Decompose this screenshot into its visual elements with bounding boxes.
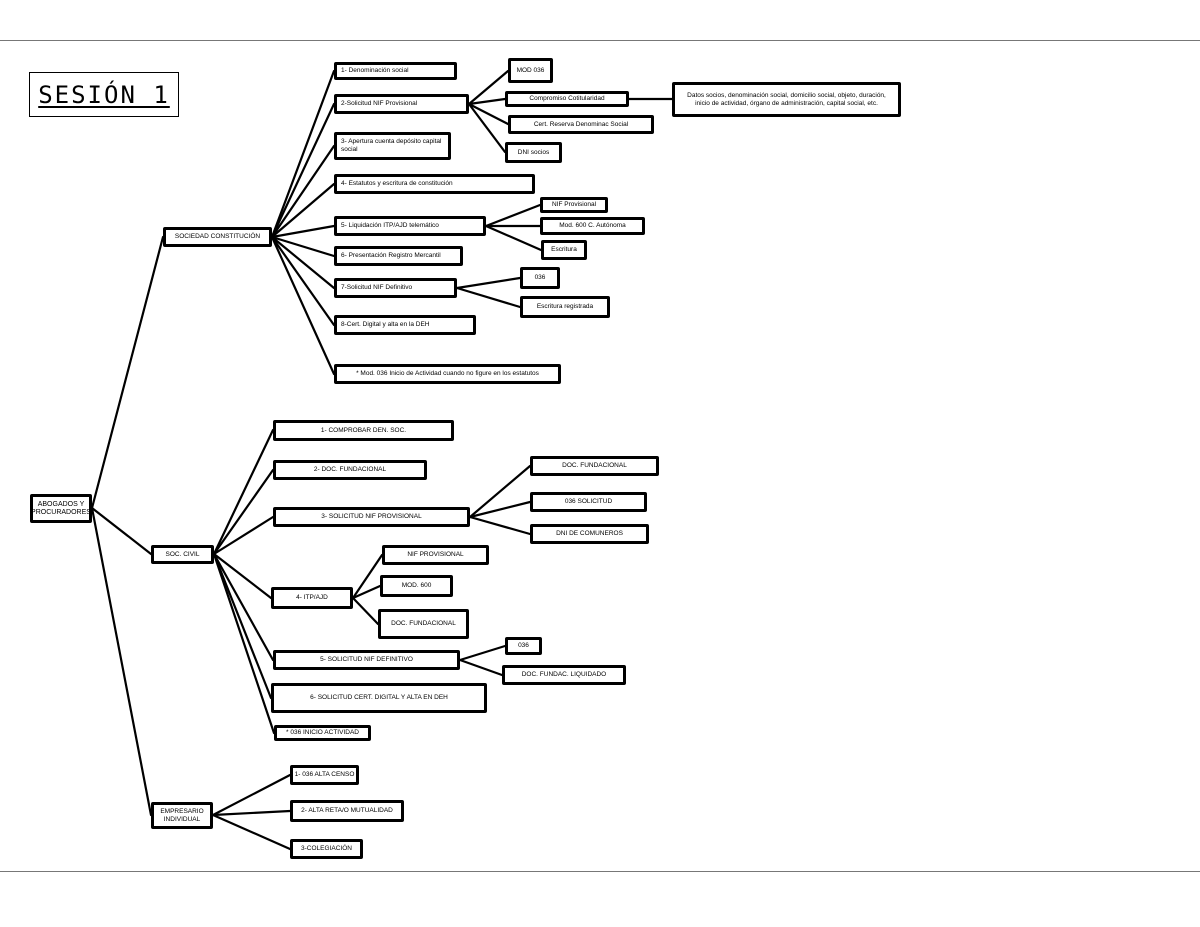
soc-item-7: 7-Solicitud NIF Definitivo <box>334 278 457 298</box>
soc-itp-sub-3: Escritura <box>541 240 587 260</box>
soc-item-6: 6- Presentación Registro Mercantil <box>334 246 463 266</box>
civil-item-4: 4- ITP/AJD <box>271 587 353 609</box>
root-node: ABOGADOS Y PROCURADORES <box>30 494 92 523</box>
civil-def-sub-2: DOC. FUNDAC. LIQUIDADO <box>502 665 626 685</box>
civil-itp-sub-3: DOC. FUNDACIONAL <box>378 609 469 639</box>
soc-item-4: 4- Estatutos y escritura de constitución <box>334 174 535 194</box>
branch-sociedad: SOCIEDAD CONSTITUCIÓN <box>163 227 272 247</box>
top-rule <box>0 40 1200 41</box>
soc-item-3: 3- Apertura cuenta depósito capital soci… <box>334 132 451 160</box>
civil-nif-sub-1: DOC. FUNDACIONAL <box>530 456 659 476</box>
soc-item-2: 2-Solicitud NIF Provisional <box>334 94 469 114</box>
branch-soc-civil: SOC. CIVIL <box>151 545 214 564</box>
civil-item-7: * 036 INICIO ACTIVIDAD <box>274 725 371 741</box>
soc-datos-box: Datos socios, denominación social, domic… <box>672 82 901 117</box>
soc-item-8: 8-Cert. Digital y alta en la DEH <box>334 315 476 335</box>
branch-empresario-individual: EMPRESARIO INDIVIDUAL <box>151 802 213 829</box>
civil-item-3: 3- SOLICITUD NIF PROVISIONAL <box>273 507 470 527</box>
civil-nif-sub-2: 036 SOLICITUD <box>530 492 647 512</box>
soc-nif-sub-4: DNI socios <box>505 142 562 163</box>
soc-itp-sub-2: Mod. 600 C. Autónoma <box>540 217 645 235</box>
soc-item-5: 5- Liquidación ITP/AJD telemático <box>334 216 486 236</box>
soc-item-9: * Mod. 036 Inicio de Actividad cuando no… <box>334 364 561 384</box>
soc-nif-sub-1: MOD 036 <box>508 58 553 83</box>
indiv-item-2: 2- ALTA RETA/O MUTUALIDAD <box>290 800 404 822</box>
civil-item-6: 6- SOLICITUD CERT. DIGITAL Y ALTA EN DEH <box>271 683 487 713</box>
page-title: SESIÓN 1 <box>29 72 179 117</box>
indiv-item-1: 1- 036 ALTA CENSO <box>290 765 359 785</box>
soc-def-sub-1: 036 <box>520 267 560 289</box>
civil-item-5: 5- SOLICITUD NIF DEFINITIVO <box>273 650 460 670</box>
civil-nif-sub-3: DNI DE COMUNEROS <box>530 524 649 544</box>
civil-def-sub-1: 036 <box>505 637 542 655</box>
soc-nif-sub-2: Compromiso Cotitularidad <box>505 91 629 107</box>
indiv-item-3: 3-COLEGIACIÓN <box>290 839 363 859</box>
soc-itp-sub-1: NIF Provisional <box>540 197 608 213</box>
bottom-rule <box>0 871 1200 872</box>
soc-def-sub-2: Escritura registrada <box>520 296 610 318</box>
soc-item-1: 1- Denominación social <box>334 62 457 80</box>
civil-item-2: 2- DOC. FUNDACIONAL <box>273 460 427 480</box>
soc-nif-sub-3: Cert. Reserva Denominac Social <box>508 115 654 134</box>
civil-itp-sub-2: MOD. 600 <box>380 575 453 597</box>
civil-itp-sub-1: NIF PROVISIONAL <box>382 545 489 565</box>
civil-item-1: 1- COMPROBAR DEN. SOC. <box>273 420 454 441</box>
